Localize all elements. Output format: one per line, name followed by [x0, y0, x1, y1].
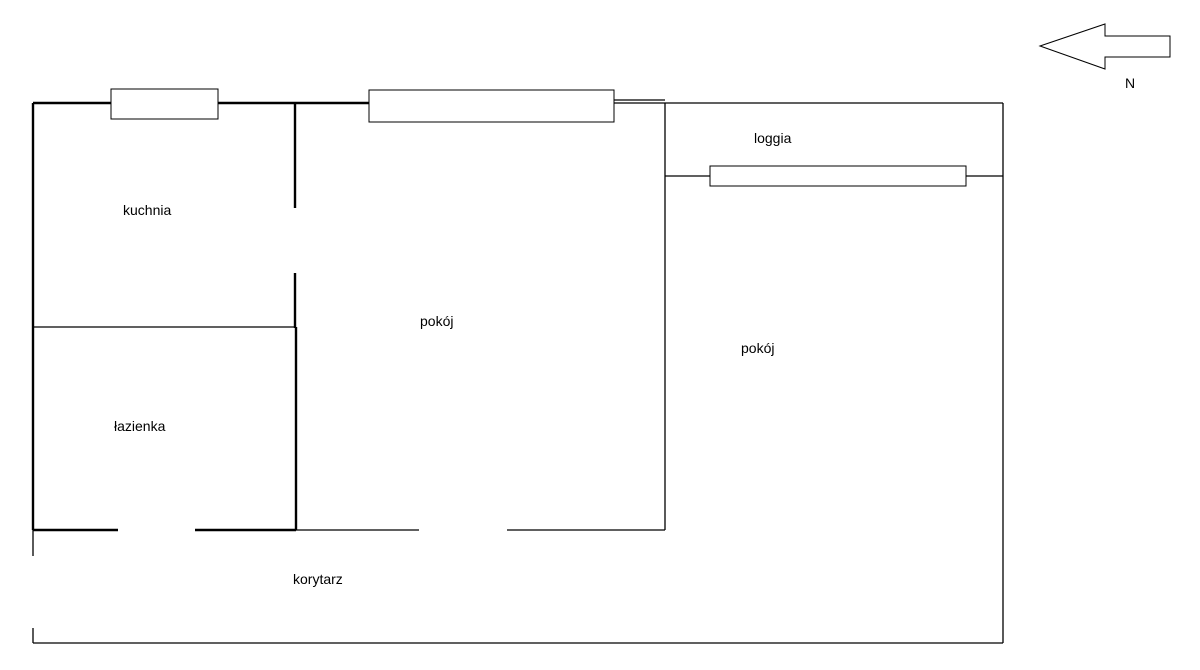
north-label: N	[1125, 75, 1136, 91]
window-loggia	[709, 165, 967, 187]
room-label-kuchnia: kuchnia	[123, 202, 172, 218]
room-label-pokoj-left: pokój	[420, 313, 454, 329]
north-arrow-icon	[1038, 23, 1171, 70]
window-kitchen	[110, 88, 219, 120]
room-label-lazienka: łazienka	[114, 418, 166, 434]
room-label-loggia: loggia	[754, 130, 792, 146]
room-label-korytarz: korytarz	[293, 571, 343, 587]
room-label-pokoj-right: pokój	[741, 340, 775, 356]
window-room	[368, 89, 615, 123]
